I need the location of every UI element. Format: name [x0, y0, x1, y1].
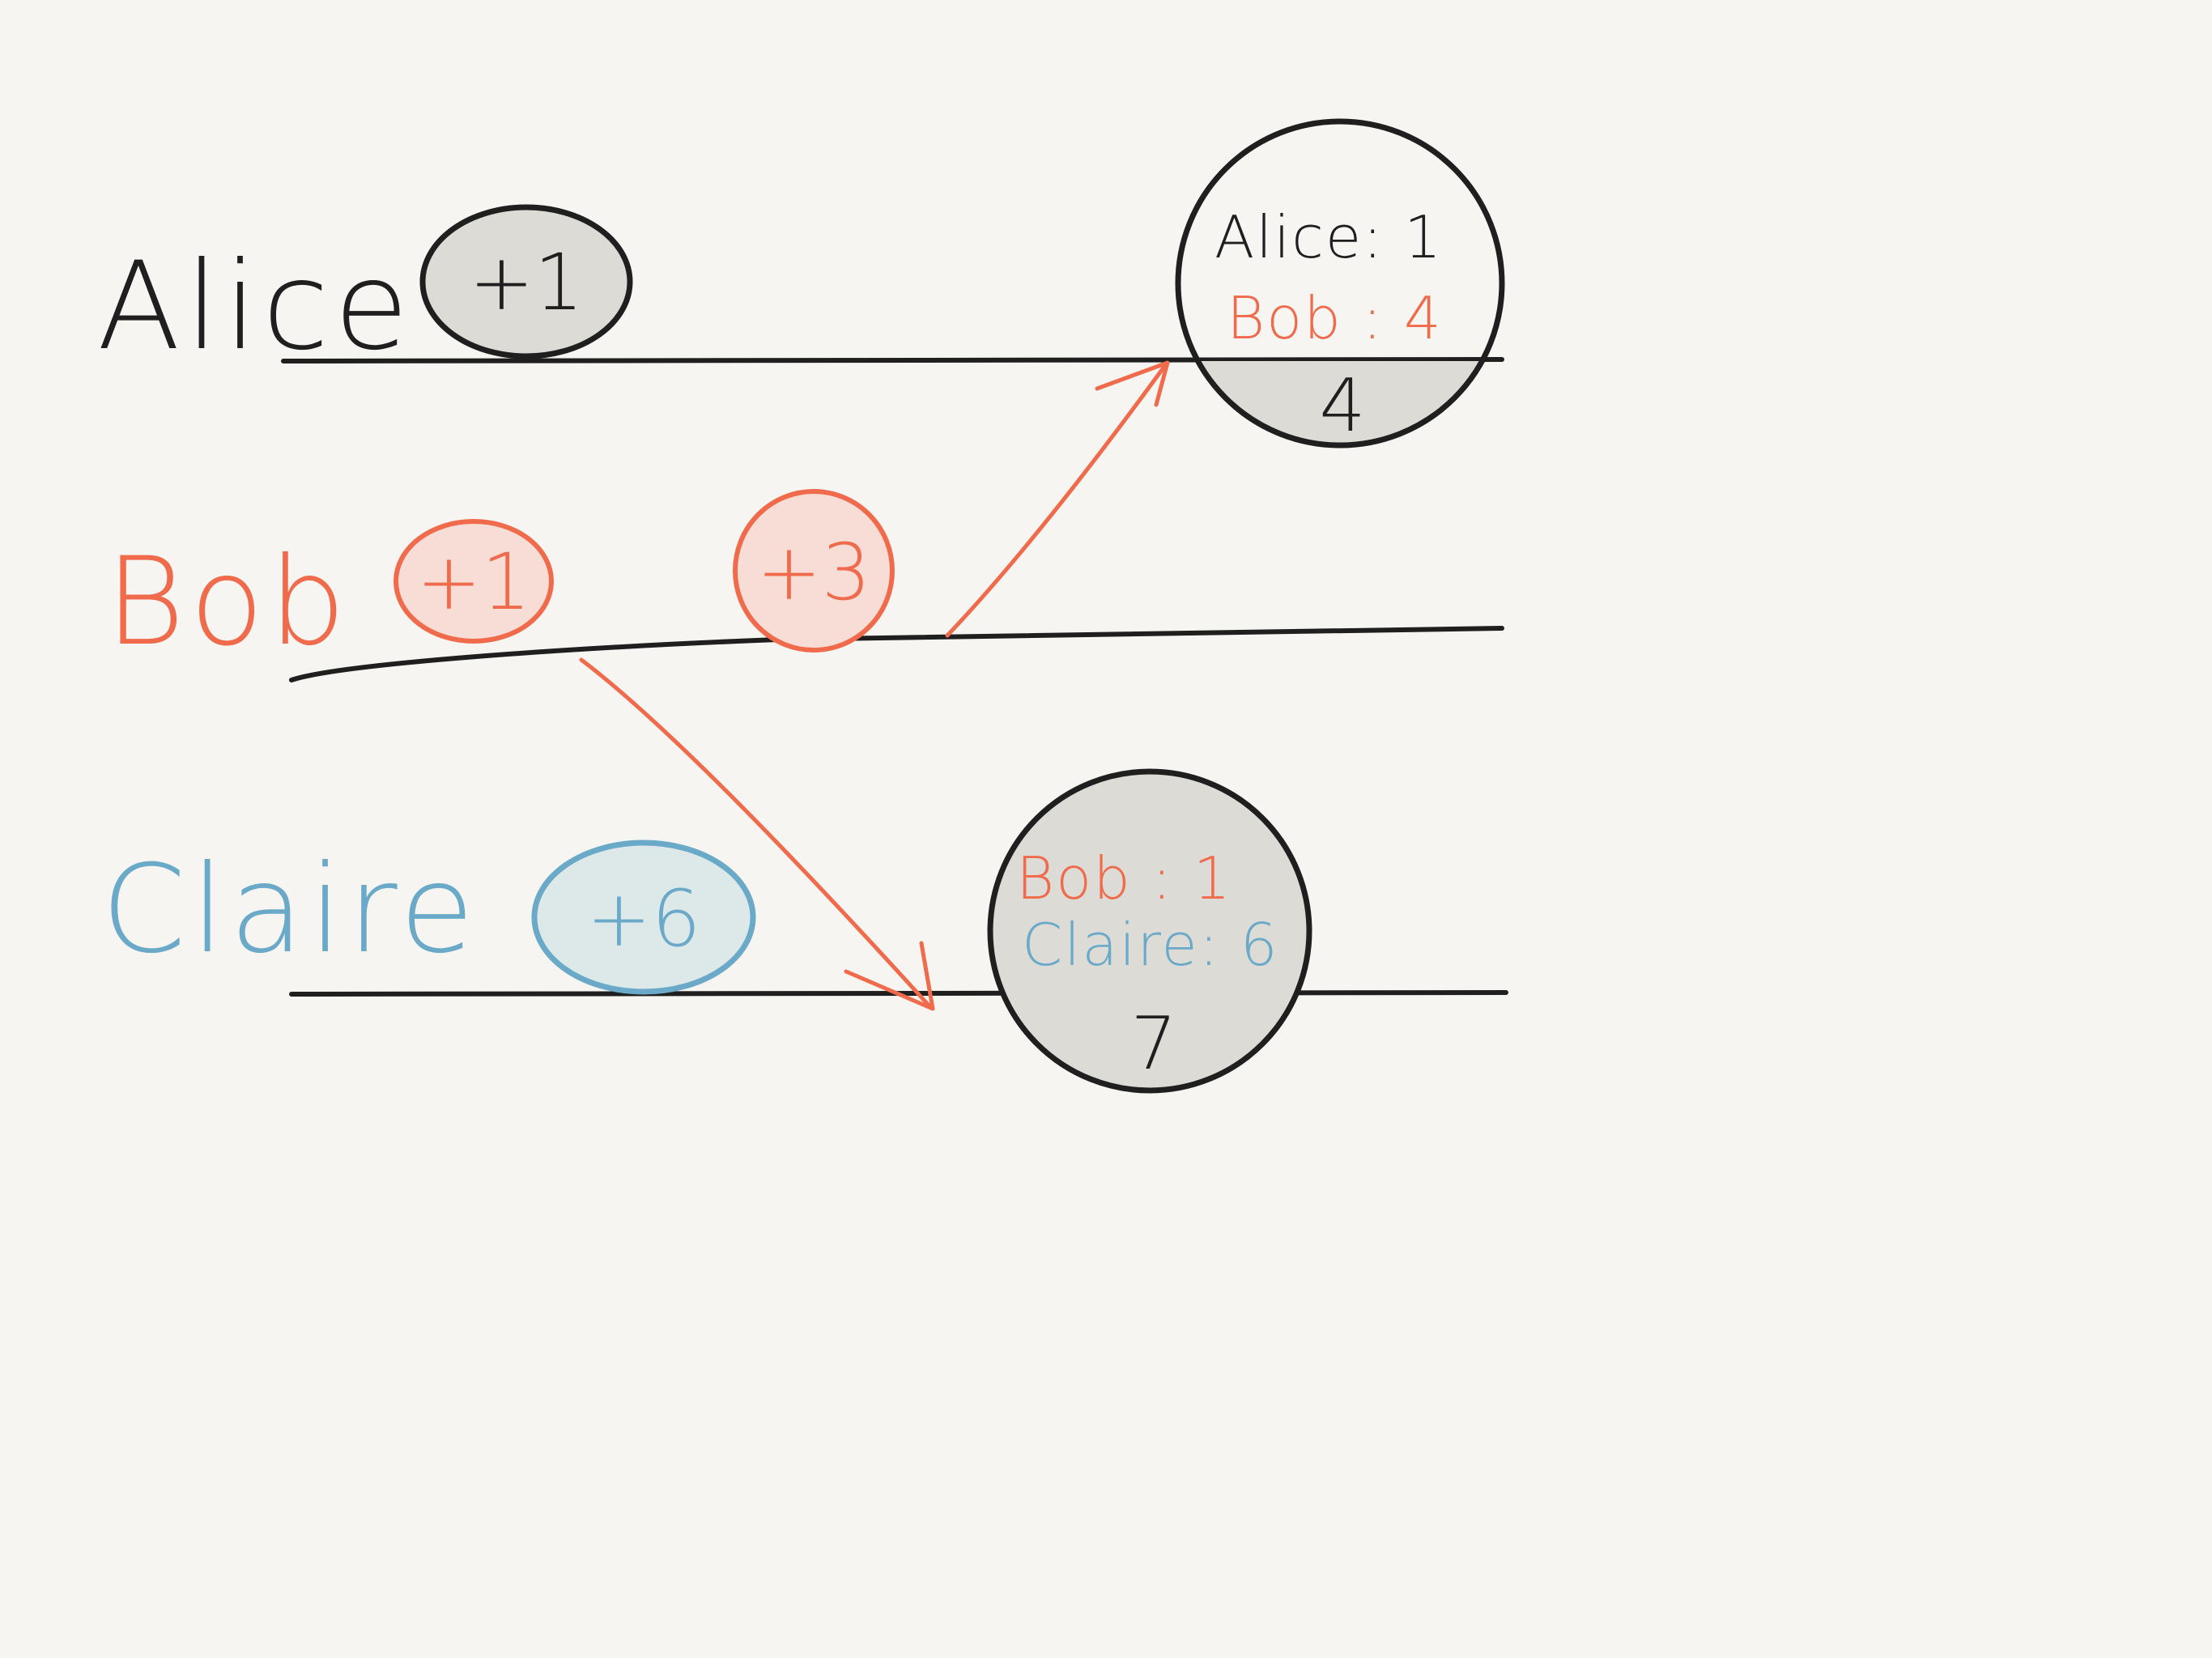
op-bubble-shape: [419, 204, 633, 359]
message-arrow-bob-to-alice: [945, 360, 1170, 638]
state-circle-claire: Bob : 1 Claire: 6 7: [987, 768, 1312, 1094]
op-bubble-claire-1: +6: [531, 840, 756, 995]
timeline-bob: [289, 626, 1504, 682]
op-bubble-alice-1: +1: [419, 204, 633, 359]
op-label-bob-1: +1: [416, 537, 531, 627]
arrowhead-icon: [844, 941, 935, 1011]
state-total-fill: [1197, 361, 1482, 445]
state-entry-alice-count: Alice: 1: [1214, 203, 1443, 271]
lane-label-alice: Alice: [97, 236, 414, 377]
lane-bob: Bob +1 +3: [105, 489, 1504, 682]
op-label-bob-2: +3: [756, 527, 871, 618]
lane-label-claire: Claire: [101, 840, 479, 980]
op-bubble-bob-1: +1: [393, 519, 554, 644]
op-label-claire-1: +6: [586, 874, 701, 964]
state-circle-outline: [1175, 118, 1505, 449]
message-arrow-bob-to-claire: [579, 657, 935, 1011]
state-circle-outline: [987, 768, 1312, 1094]
op-bubble-shape: [393, 519, 554, 644]
op-bubble-bob-2: +3: [733, 489, 895, 653]
state-entry-bob-count: Bob : 1: [1016, 844, 1232, 912]
lane-label-bob: Bob: [105, 532, 351, 673]
state-total-value: 7: [1130, 1001, 1176, 1086]
lane-alice: Alice +1: [97, 204, 1504, 377]
arrow-line: [945, 362, 1168, 638]
op-bubble-shape: [531, 840, 756, 995]
op-label-alice-1: +1: [469, 237, 584, 328]
lane-claire: Claire +6: [101, 840, 1508, 997]
timeline-alice: [281, 357, 1504, 363]
op-bubble-shape: [733, 489, 895, 653]
arrowhead-icon: [1095, 360, 1170, 407]
state-circle-alice: Alice: 1 Bob : 4 4: [1175, 118, 1505, 449]
arrow-line: [579, 657, 934, 1010]
state-entry-bob-count: Bob : 4: [1227, 284, 1443, 352]
state-total-value: 4: [1319, 363, 1365, 449]
state-entry-claire-count: Claire: 6: [1022, 911, 1279, 979]
